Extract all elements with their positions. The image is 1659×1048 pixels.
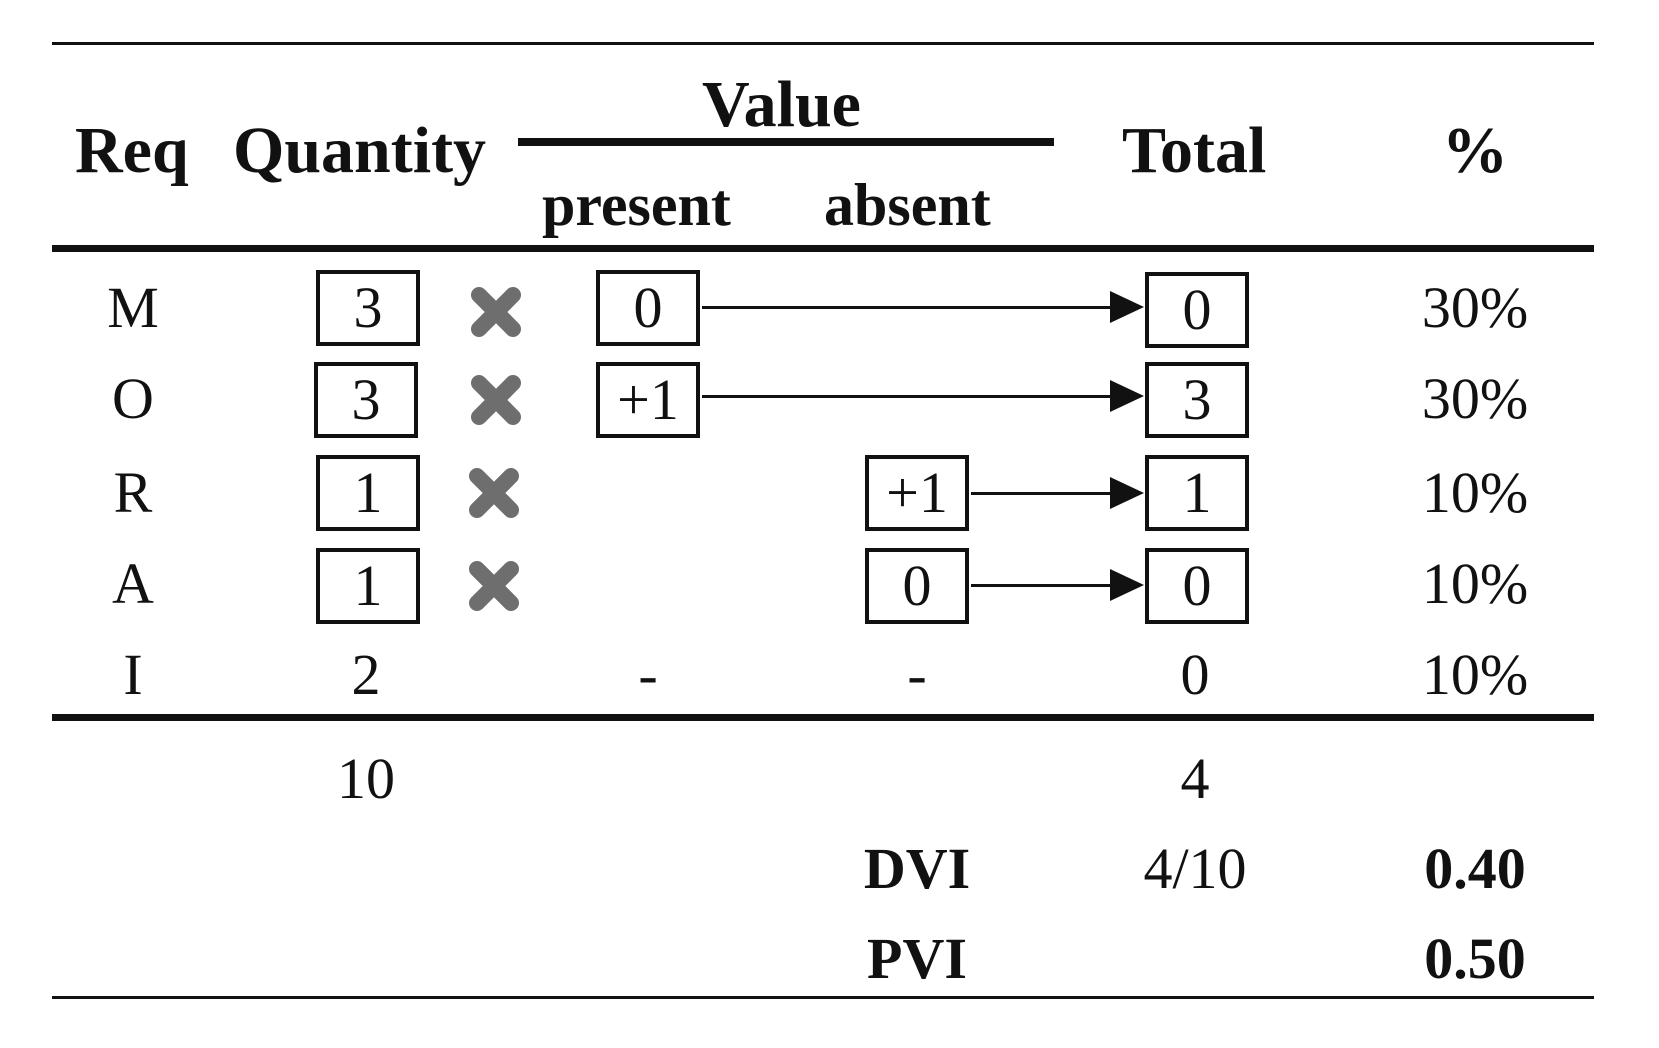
percent-r: 10% xyxy=(1421,460,1529,525)
absent-box-a: 0 xyxy=(865,548,969,624)
req-label-r: R xyxy=(113,460,153,525)
multiply-icon xyxy=(469,561,519,611)
pvi-value: 0.50 xyxy=(1424,926,1526,991)
quantity-i: 2 xyxy=(351,642,381,707)
multiply-icon xyxy=(471,287,521,337)
total-box-r: 1 xyxy=(1145,455,1249,531)
header-percent: % xyxy=(1442,114,1508,187)
arrow-right-icon xyxy=(702,291,1144,323)
header-quantity: Quantity xyxy=(233,114,487,187)
arrow-right-icon xyxy=(702,380,1144,412)
present-i: - xyxy=(638,642,658,707)
header-value: Value xyxy=(702,68,861,141)
header-req: Req xyxy=(75,114,189,187)
quantity-box-r: 1 xyxy=(316,455,420,531)
quantity-box-m: 3 xyxy=(316,270,420,346)
req-label-m: M xyxy=(107,275,159,340)
multiply-icon xyxy=(471,375,521,425)
total-box-o: 3 xyxy=(1145,362,1249,438)
dvi-value: 0.40 xyxy=(1424,836,1526,901)
present-box-m: 0 xyxy=(596,270,700,346)
absent-box-r: +1 xyxy=(865,455,969,531)
req-label-o: O xyxy=(112,366,154,431)
total-box-a: 0 xyxy=(1145,548,1249,624)
req-label-a: A xyxy=(112,551,154,616)
total-box-m: 0 xyxy=(1145,272,1249,348)
present-box-o: +1 xyxy=(596,362,700,438)
sum-total: 4 xyxy=(1180,746,1210,811)
value-group-rule xyxy=(518,138,1054,146)
header-absent: absent xyxy=(824,172,991,238)
percent-i: 10% xyxy=(1421,642,1529,707)
header-rule xyxy=(52,245,1594,252)
top-rule xyxy=(52,42,1594,45)
body-rule xyxy=(52,714,1594,721)
quantity-box-o: 3 xyxy=(314,362,418,438)
dvi-fraction: 4/10 xyxy=(1143,836,1247,901)
sum-quantity: 10 xyxy=(337,746,395,811)
bottom-rule xyxy=(52,996,1594,999)
total-i: 0 xyxy=(1180,642,1210,707)
quantity-box-a: 1 xyxy=(316,548,420,624)
multiply-icon xyxy=(469,468,519,518)
header-present: present xyxy=(542,172,731,238)
arrow-right-icon xyxy=(971,477,1144,509)
percent-o: 30% xyxy=(1421,366,1529,431)
arrow-right-icon xyxy=(971,569,1144,601)
percent-m: 30% xyxy=(1421,275,1529,340)
dvi-label: DVI xyxy=(863,836,971,901)
header-total: Total xyxy=(1122,114,1267,187)
percent-a: 10% xyxy=(1421,551,1529,616)
absent-i: - xyxy=(907,642,927,707)
req-label-i: I xyxy=(123,642,143,707)
pvi-label: PVI xyxy=(867,926,967,991)
